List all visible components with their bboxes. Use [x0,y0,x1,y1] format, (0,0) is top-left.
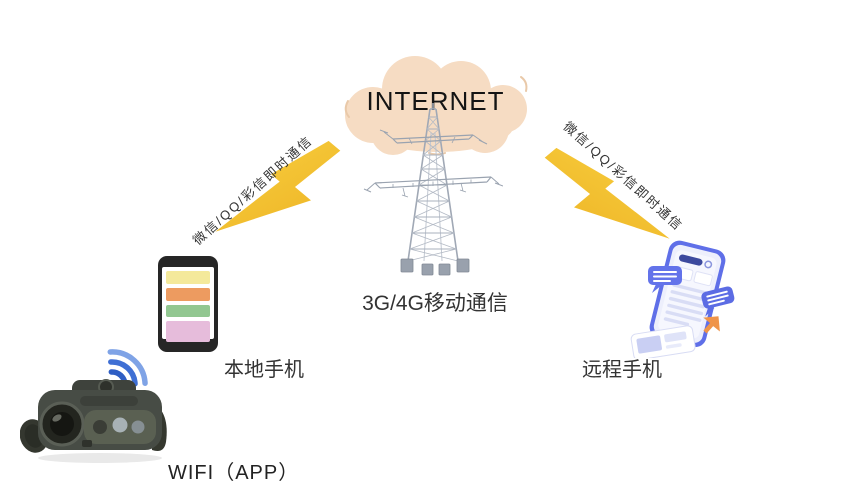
local-phone-illustration [158,256,218,352]
local-phone-screen [162,267,214,342]
tower-label: 3G/4G移动通信 [362,292,508,315]
local-phone-label: 本地手机 [224,359,304,381]
internet-cloud-label: INTERNET [366,86,505,116]
tower-upper-arm [379,129,488,145]
wifi-app-label: WIFI（APP） [168,462,300,484]
remote-phone-illustration [630,240,735,358]
lightning-bolt-left-icon [215,140,341,232]
screen-bar-yellow [166,271,210,284]
chat-bubble-left-icon [648,266,682,293]
media-card-icon [630,325,696,358]
thermal-binoculars-photo [20,379,167,463]
screen-bar-green [166,305,210,317]
chat-bubble-right-icon [701,286,735,317]
screen-bar-pink [166,321,210,342]
lightning-bolt-right-icon [544,147,670,239]
tower-lower-arm [363,176,503,198]
screen-bar-orange [166,288,210,301]
cursor-arrow-icon [703,316,720,334]
cell-tower-illustration [363,103,503,276]
remote-phone-label: 远程手机 [582,359,662,381]
tower-footings [400,258,470,276]
